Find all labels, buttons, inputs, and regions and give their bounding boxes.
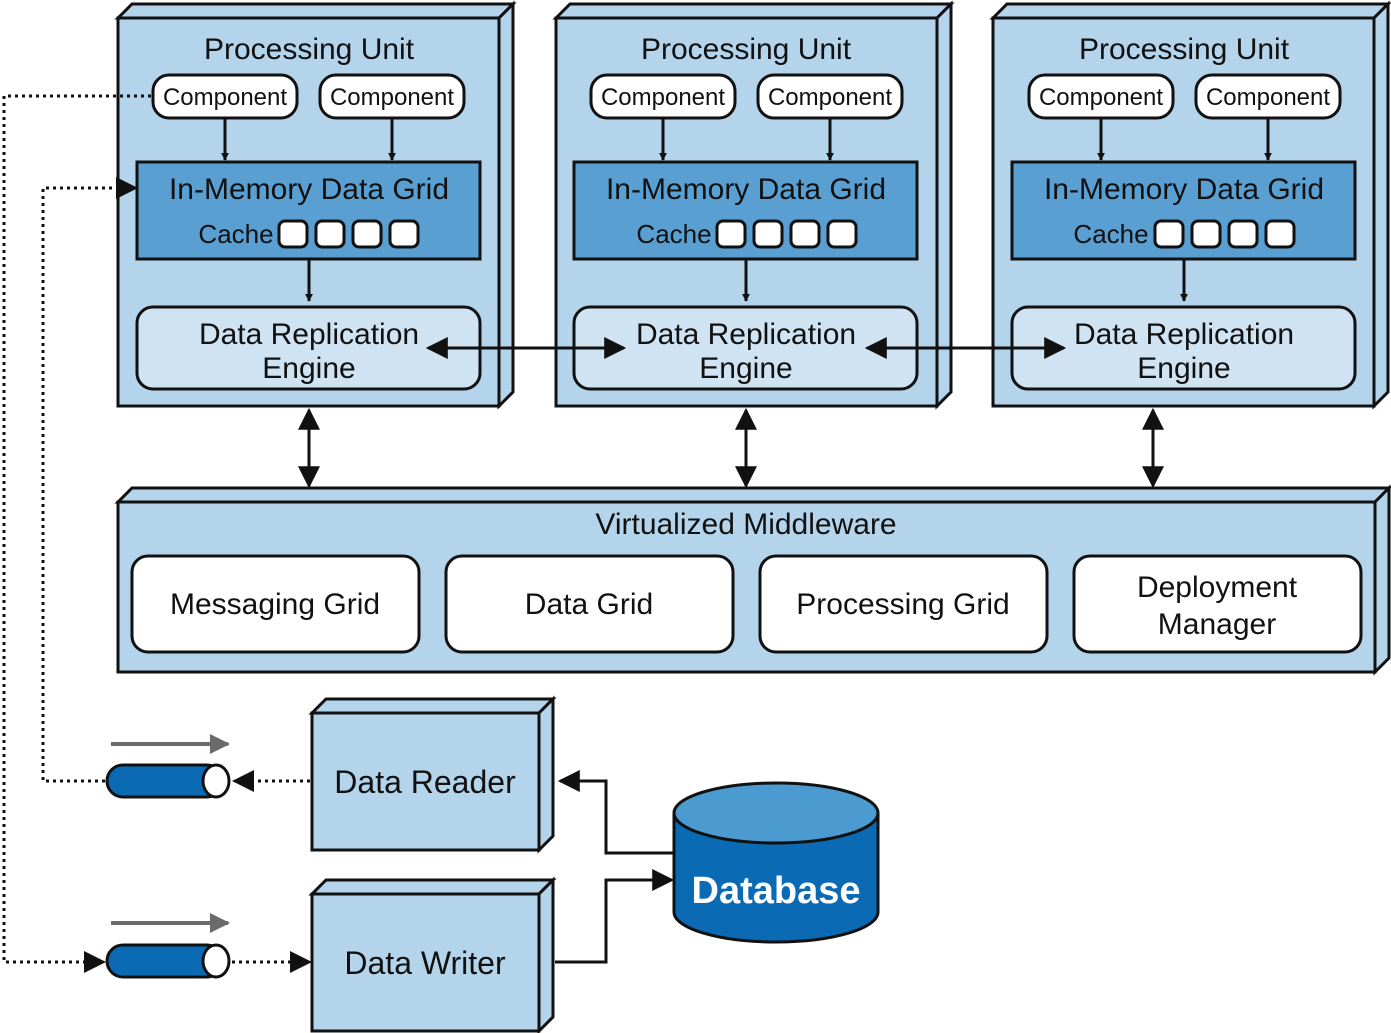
middleware-item-label: Messaging Grid — [170, 588, 380, 621]
component-label: Component — [601, 84, 725, 111]
in-memory-data-grid — [135, 160, 482, 261]
replication-line2: Engine — [699, 352, 792, 385]
data-reader-label: Data Reader — [334, 764, 516, 800]
component-label: Component — [330, 84, 454, 111]
component-label: Component — [1039, 84, 1163, 111]
middleware-item-label: Deployment — [1137, 571, 1298, 604]
data-grid-title: In-Memory Data Grid — [606, 173, 886, 206]
cache-slot — [1227, 219, 1259, 249]
component-to-writer-queue-flow — [2, 94, 151, 964]
database-label: Database — [692, 870, 861, 912]
cache-slot — [1190, 219, 1222, 249]
middleware-item-label: Processing Grid — [796, 588, 1009, 621]
middleware-title: Virtualized Middleware — [595, 508, 896, 541]
writer-to-database-link — [555, 869, 675, 964]
database: Database — [672, 781, 880, 944]
cache-slot — [752, 219, 784, 249]
replication-line1: Data Replication — [636, 318, 856, 351]
middleware-item-label: Manager — [1158, 608, 1276, 641]
virtualized-middleware: Virtualized Middleware Messaging Grid Da… — [114, 484, 1391, 676]
data-writer-label: Data Writer — [344, 945, 506, 981]
replication-line2: Engine — [1137, 352, 1230, 385]
cache-slot — [388, 219, 420, 249]
processing-grid-box — [758, 554, 1049, 654]
cache-slot — [715, 219, 747, 249]
replication-line2: Engine — [262, 352, 355, 385]
cache-label: Cache — [636, 219, 711, 249]
replication-line1: Data Replication — [199, 318, 419, 351]
cache-label: Cache — [198, 219, 273, 249]
cache-slot — [1264, 219, 1296, 249]
messaging-grid-box — [130, 554, 421, 654]
cache-slot — [789, 219, 821, 249]
processing-unit-title: Processing Unit — [1079, 33, 1290, 66]
data-grid-box — [444, 554, 735, 654]
cache-slot — [351, 219, 383, 249]
processing-unit-title: Processing Unit — [641, 33, 852, 66]
processing-unit-1: Processing Unit Component Component In-M… — [114, 0, 517, 410]
deployment-manager-box — [1072, 554, 1363, 654]
processing-unit-title: Processing Unit — [204, 33, 415, 66]
data-reader: Data Reader — [308, 695, 557, 854]
data-grid-title: In-Memory Data Grid — [169, 173, 449, 206]
cache-slot — [1153, 219, 1185, 249]
database-to-reader-link — [557, 770, 674, 855]
cache-slot — [277, 219, 309, 249]
reader-queue-to-grid-flow — [41, 186, 120, 783]
cache-label: Cache — [1073, 219, 1148, 249]
processing-unit-3: Processing Unit Component Component In-M… — [989, 0, 1391, 410]
component-label: Component — [1206, 84, 1330, 111]
data-grid-title: In-Memory Data Grid — [1044, 173, 1324, 206]
component-label: Component — [163, 84, 287, 111]
cache-slot — [314, 219, 346, 249]
cache-slot — [826, 219, 858, 249]
processing-unit-2: Processing Unit Component Component In-M… — [552, 0, 955, 410]
replication-line1: Data Replication — [1074, 318, 1294, 351]
middleware-item-label: Data Grid — [525, 588, 653, 621]
writer-queue — [105, 913, 231, 979]
component-label: Component — [768, 84, 892, 111]
reader-queue — [105, 734, 231, 799]
data-writer: Data Writer — [308, 876, 557, 1033]
